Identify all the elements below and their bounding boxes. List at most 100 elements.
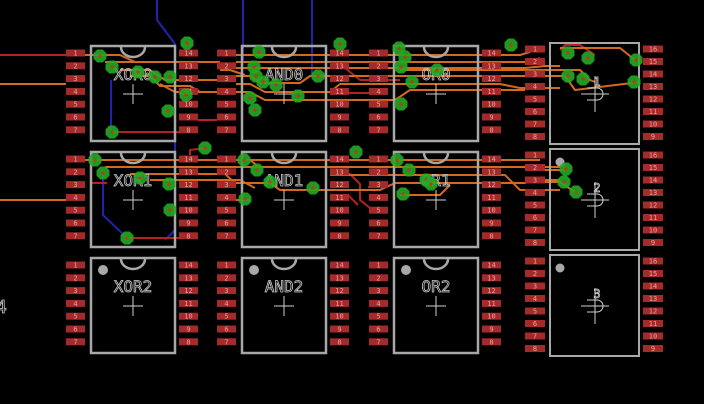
via[interactable]: [93, 49, 107, 63]
pad-OR1-8[interactable]: 8: [482, 232, 501, 240]
pad-OR1-9[interactable]: 9: [482, 219, 501, 228]
pad-OR0-4[interactable]: 4: [369, 87, 388, 96]
via[interactable]: [263, 175, 277, 189]
pad-AND0-8[interactable]: 8: [330, 126, 349, 134]
pad-AND1-8[interactable]: 8: [330, 232, 349, 240]
pad-OR2-8[interactable]: 8: [482, 338, 501, 346]
pad-AND0-2[interactable]: 2: [217, 62, 236, 70]
pad-OR0-14[interactable]: 14: [482, 49, 501, 58]
via[interactable]: [252, 45, 266, 59]
pad-MUX2-8[interactable]: 8: [525, 239, 545, 247]
via[interactable]: [398, 50, 412, 64]
via[interactable]: [163, 70, 177, 84]
pad-MUX3-14[interactable]: 14: [643, 282, 663, 291]
pad-XOR2-1[interactable]: 1: [66, 261, 85, 270]
pad-XOR2-10[interactable]: 10: [179, 312, 198, 321]
pad-XOR0-12[interactable]: 12: [179, 75, 198, 83]
pad-XOR0-10[interactable]: 10: [179, 100, 198, 109]
via[interactable]: [162, 177, 176, 191]
pad-OR1-12[interactable]: 12: [482, 181, 501, 189]
pad-AND0-9[interactable]: 9: [330, 113, 349, 122]
via[interactable]: [561, 69, 575, 83]
pad-XOR0-1[interactable]: 1: [66, 49, 85, 58]
pad-OR2-7[interactable]: 7: [369, 338, 388, 346]
pad-XOR1-7[interactable]: 7: [66, 232, 85, 240]
pad-XOR1-6[interactable]: 6: [66, 219, 85, 228]
pad-AND0-13[interactable]: 13: [330, 62, 349, 70]
pad-OR1-13[interactable]: 13: [482, 168, 501, 176]
via[interactable]: [394, 60, 408, 74]
via[interactable]: [424, 177, 438, 191]
pad-MUX3-6[interactable]: 6: [525, 320, 545, 328]
pad-MUX1-13[interactable]: 13: [643, 83, 663, 91]
pad-MUX1-9[interactable]: 9: [643, 133, 663, 141]
pad-AND2-4[interactable]: 4: [217, 299, 236, 308]
via[interactable]: [291, 89, 305, 103]
pad-XOR0-7[interactable]: 7: [66, 126, 85, 134]
pad-MUX2-9[interactable]: 9: [643, 239, 663, 247]
pad-AND2-10[interactable]: 10: [330, 312, 349, 321]
pad-AND0-5[interactable]: 5: [217, 100, 236, 109]
pad-AND1-9[interactable]: 9: [330, 219, 349, 228]
pad-AND0-4[interactable]: 4: [217, 87, 236, 96]
chip-mux1[interactable]: 1: [549, 42, 640, 145]
via[interactable]: [238, 192, 252, 206]
pad-OR0-13[interactable]: 13: [482, 62, 501, 70]
via[interactable]: [163, 203, 177, 217]
chip-and2[interactable]: AND2: [240, 256, 328, 355]
pad-MUX2-15[interactable]: 15: [643, 164, 663, 172]
pad-XOR1-13[interactable]: 13: [179, 168, 198, 176]
via[interactable]: [394, 97, 408, 111]
via[interactable]: [569, 185, 583, 199]
pad-XOR2-12[interactable]: 12: [179, 287, 198, 295]
via[interactable]: [161, 104, 175, 118]
pad-OR2-14[interactable]: 14: [482, 261, 501, 270]
pad-OR1-11[interactable]: 11: [482, 193, 501, 202]
pad-AND1-4[interactable]: 4: [217, 193, 236, 202]
pad-MUX2-13[interactable]: 13: [643, 189, 663, 197]
pad-XOR1-1[interactable]: 1: [66, 155, 85, 164]
via[interactable]: [256, 75, 270, 89]
pad-XOR1-4[interactable]: 4: [66, 193, 85, 202]
pad-AND2-14[interactable]: 14: [330, 261, 349, 270]
pad-XOR1-9[interactable]: 9: [179, 219, 198, 228]
pad-XOR2-2[interactable]: 2: [66, 274, 85, 282]
pad-XOR2-3[interactable]: 3: [66, 287, 85, 295]
via[interactable]: [133, 171, 147, 185]
via[interactable]: [120, 231, 134, 245]
pad-XOR0-3[interactable]: 3: [66, 75, 85, 83]
via[interactable]: [561, 46, 575, 60]
pad-MUX2-1[interactable]: 1: [525, 151, 545, 160]
pad-OR1-6[interactable]: 6: [369, 219, 388, 228]
pad-OR0-7[interactable]: 7: [369, 126, 388, 134]
pad-OR1-7[interactable]: 7: [369, 232, 388, 240]
pad-MUX3-16[interactable]: 16: [643, 257, 663, 266]
via[interactable]: [629, 53, 643, 67]
via[interactable]: [269, 78, 283, 92]
pad-OR1-14[interactable]: 14: [482, 155, 501, 164]
pad-XOR0-5[interactable]: 5: [66, 100, 85, 109]
pad-MUX2-11[interactable]: 11: [643, 214, 663, 222]
via[interactable]: [581, 51, 595, 65]
pad-MUX2-10[interactable]: 10: [643, 226, 663, 235]
chip-or2[interactable]: OR2: [392, 256, 480, 355]
pad-XOR0-9[interactable]: 9: [179, 113, 198, 122]
pad-AND2-2[interactable]: 2: [217, 274, 236, 282]
pad-MUX1-2[interactable]: 2: [525, 58, 545, 66]
pad-XOR0-13[interactable]: 13: [179, 62, 198, 70]
pad-OR1-1[interactable]: 1: [369, 155, 388, 164]
pad-MUX1-14[interactable]: 14: [643, 70, 663, 79]
pad-OR2-11[interactable]: 11: [482, 299, 501, 308]
pad-OR1-2[interactable]: 2: [369, 168, 388, 176]
via[interactable]: [504, 38, 518, 52]
pad-MUX3-13[interactable]: 13: [643, 295, 663, 303]
pad-XOR2-6[interactable]: 6: [66, 325, 85, 334]
pad-MUX2-14[interactable]: 14: [643, 176, 663, 185]
via[interactable]: [250, 163, 264, 177]
pad-AND1-12[interactable]: 12: [330, 181, 349, 189]
pad-XOR0-4[interactable]: 4: [66, 87, 85, 96]
pad-XOR0-6[interactable]: 6: [66, 113, 85, 122]
pad-OR2-2[interactable]: 2: [369, 274, 388, 282]
via[interactable]: [105, 125, 119, 139]
pad-XOR1-14[interactable]: 14: [179, 155, 198, 164]
